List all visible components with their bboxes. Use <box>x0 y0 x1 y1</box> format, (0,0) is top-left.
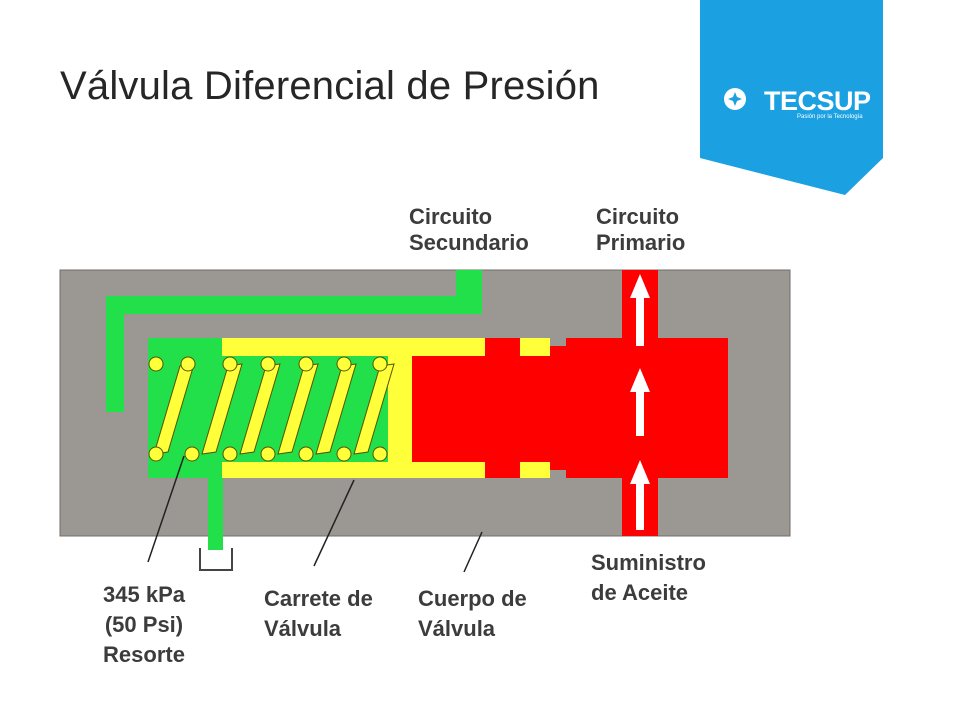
pilot-line <box>106 296 456 398</box>
spring-leader <box>147 455 185 563</box>
up-arrow-icon <box>630 460 650 530</box>
body-leader <box>463 531 483 573</box>
pilot-line-vertical <box>106 296 124 412</box>
label-oil-supply: Suministro de Aceite <box>591 550 706 605</box>
label-primary-circuit: Circuito Primario <box>596 204 686 255</box>
banner-shape <box>700 0 883 195</box>
logo-name: TECSUP <box>764 86 871 116</box>
up-arrow-icon <box>630 368 650 436</box>
logo-banner <box>700 0 883 195</box>
logo-tagline: Pasión por la Tecnología <box>797 114 863 120</box>
secondary-outlet-passage <box>456 270 482 314</box>
tecsup-star-icon <box>724 88 746 110</box>
leader-lines <box>147 455 483 573</box>
label-spring: 345 kPa (50 Psi) Resorte <box>103 582 185 667</box>
label-valve-body: Cuerpo de Válvula <box>418 586 527 641</box>
drain-line <box>208 478 223 550</box>
flow-arrows <box>630 274 650 530</box>
label-secondary-circuit: Circuito Secundario <box>409 204 529 255</box>
up-arrow-icon <box>630 274 650 346</box>
drain-tank <box>199 548 233 571</box>
label-spool: Carrete de Válvula <box>264 586 373 641</box>
spool-land-top-b <box>520 338 550 356</box>
pressure-chamber <box>412 338 728 478</box>
page-title: Válvula Diferencial de Presión <box>60 64 600 108</box>
spool-leader <box>313 479 355 567</box>
spool-land-bottom-b <box>520 462 550 478</box>
spring <box>148 356 395 462</box>
valve-spool <box>222 338 485 478</box>
